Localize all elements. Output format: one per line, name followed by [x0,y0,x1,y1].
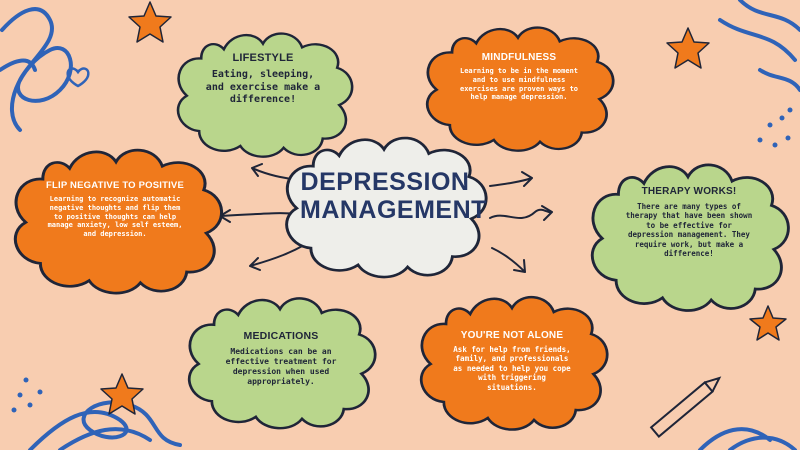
node-text: Ask for help from friends, family, and p… [453,345,571,392]
node-flip: FLIP NEGATIVE TO POSITIVE Learning to re… [44,180,186,239]
center-title-line1: DEPRESSION [300,168,470,196]
scribble-top-left [0,7,73,132]
node-text: Medications can be an effective treatmen… [225,347,337,386]
node-text: Eating, sleeping, and exercise make a di… [205,69,321,105]
center-title-line2: MANAGEMENT [300,196,487,224]
arrow-to-flip [219,209,297,223]
node-title: YOU'RE NOT ALONE [460,330,564,341]
node-text: There are many types of therapy that hav… [625,202,753,258]
node-therapy: THERAPY WORKS! There are many types of t… [622,186,756,258]
star-icon [666,27,710,69]
node-title: MINDFULNESS [481,52,557,63]
node-title: FLIP NEGATIVE TO POSITIVE [45,180,185,191]
scribble-bottom-right [698,427,797,450]
star-icon [100,373,144,415]
node-title: LIFESTYLE [232,52,294,64]
arrow-to-medications [249,243,307,271]
node-title: MEDICATIONS [243,330,319,342]
node-text: Learning to be in the moment and to use … [460,67,579,102]
arrow-to-therapy [489,205,553,221]
node-title: THERAPY WORKS! [641,186,737,197]
arrow-to-mindfulness [489,171,533,187]
heart-icon [66,67,90,88]
node-not-alone: YOU'RE NOT ALONE Ask for help from frien… [452,330,572,392]
node-medications: MEDICATIONS Medications can be an effect… [222,330,340,387]
star-icon [749,305,787,341]
node-lifestyle: LIFESTYLE Eating, sleeping, and exercise… [203,52,323,107]
scribble-bottom-left [28,400,182,450]
node-mindfulness: MINDFULNESS Learning to be in the moment… [460,52,578,102]
arrow-to-not-alone [491,247,526,273]
star-icon [128,1,172,43]
node-text: Learning to recognize automatic negative… [47,195,183,238]
center-title: DEPRESSION MANAGEMENT [300,168,487,224]
scribble-top-right [718,0,800,92]
pencil-icon [649,376,722,439]
